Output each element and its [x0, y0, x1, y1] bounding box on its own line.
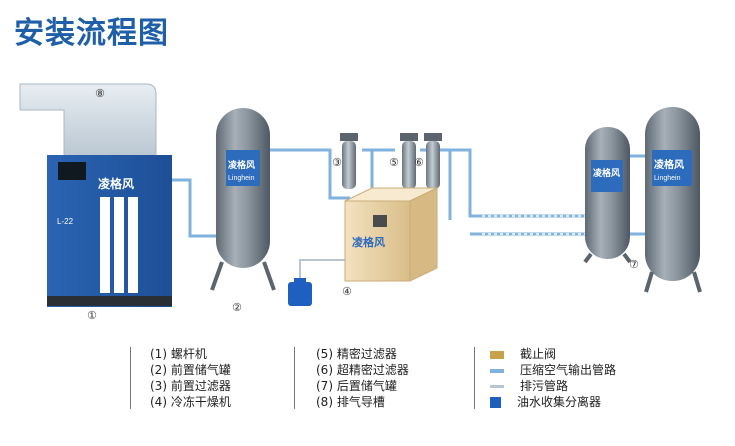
- tank-brand-pinyin: Linghein: [228, 175, 255, 182]
- legend-symbols: 截止阀 压缩空气输出管路 排污管路 油水收集分离器: [490, 346, 616, 410]
- rear-tank-small-brand: 凌格风: [593, 167, 620, 178]
- rear-tank-large-pinyin: Linghein: [654, 175, 681, 182]
- marker-5: ⑤: [389, 157, 399, 169]
- marker-6: ⑥: [414, 157, 424, 169]
- exhaust-duct: ⑧: [19, 83, 157, 159]
- screw-compressor: 凌格风 L-22 ①: [47, 155, 172, 322]
- marker-7: ⑦: [629, 259, 639, 271]
- compressor-model: L-22: [57, 217, 74, 226]
- refrigerated-dryer: 凌格风 ④: [342, 187, 438, 298]
- legend-item: (8) 排气导槽: [316, 395, 385, 409]
- legend-symbol-row: 压缩空气输出管路: [490, 362, 616, 378]
- rear-air-tank-small: 凌格风: [583, 127, 632, 264]
- drain-dashes: [482, 215, 590, 235]
- valve-icon: [490, 350, 504, 359]
- compressor-brand: 凌格风: [98, 176, 134, 191]
- legend-item: (3) 前置过滤器: [150, 379, 231, 393]
- legend-item: (4) 冷冻干燥机: [150, 395, 231, 409]
- front-air-tank: 凌格风 Linghein ②: [210, 108, 276, 314]
- tank-brand: 凌格风: [228, 159, 255, 170]
- legend-symbol-row: 排污管路: [490, 378, 616, 394]
- rear-tank-large-brand: 凌格风: [654, 158, 684, 171]
- marker-2: ②: [232, 302, 242, 314]
- legend-item: (5) 精密过滤器: [316, 347, 397, 361]
- legend-divider-2: [294, 347, 295, 409]
- page-title: 安装流程图: [14, 16, 169, 51]
- legend-equipment-1: (1) 螺杆机 (2) 前置储气罐 (3) 前置过滤器 (4) 冷冻干燥机: [150, 346, 231, 410]
- drain-pipe-icon: [490, 385, 504, 388]
- legend-item: (1) 螺杆机: [150, 347, 207, 361]
- air-pipe-icon: [490, 368, 504, 373]
- marker-1: ①: [87, 310, 97, 322]
- precision-filter: ⑤: [389, 133, 418, 189]
- legend-divider-1: [130, 347, 131, 409]
- marker-3: ③: [332, 157, 342, 169]
- legend-symbol-row: 截止阀: [490, 346, 616, 362]
- legend-item: (6) 超精密过滤器: [316, 363, 409, 377]
- ultra-precision-filter: ⑥: [414, 133, 442, 189]
- legend-divider-3: [474, 347, 475, 409]
- legend-equipment-2: (5) 精密过滤器 (6) 超精密过滤器 (7) 后置储气罐 (8) 排气导槽: [316, 346, 409, 410]
- marker-8: ⑧: [95, 88, 105, 100]
- legend-symbol-row: 油水收集分离器: [490, 394, 616, 410]
- dryer-brand: 凌格风: [352, 235, 385, 249]
- oil-water-separator: [288, 278, 312, 306]
- legend-item: (7) 后置储气罐: [316, 379, 397, 393]
- oil-water-separator-icon: [490, 397, 501, 408]
- control-panel: [58, 162, 86, 180]
- rear-air-tank-large: 凌格风 Linghein ⑦: [629, 107, 702, 293]
- pre-filter: ③: [332, 133, 358, 189]
- legend-item: (2) 前置储气罐: [150, 363, 231, 377]
- marker-4: ④: [342, 286, 352, 298]
